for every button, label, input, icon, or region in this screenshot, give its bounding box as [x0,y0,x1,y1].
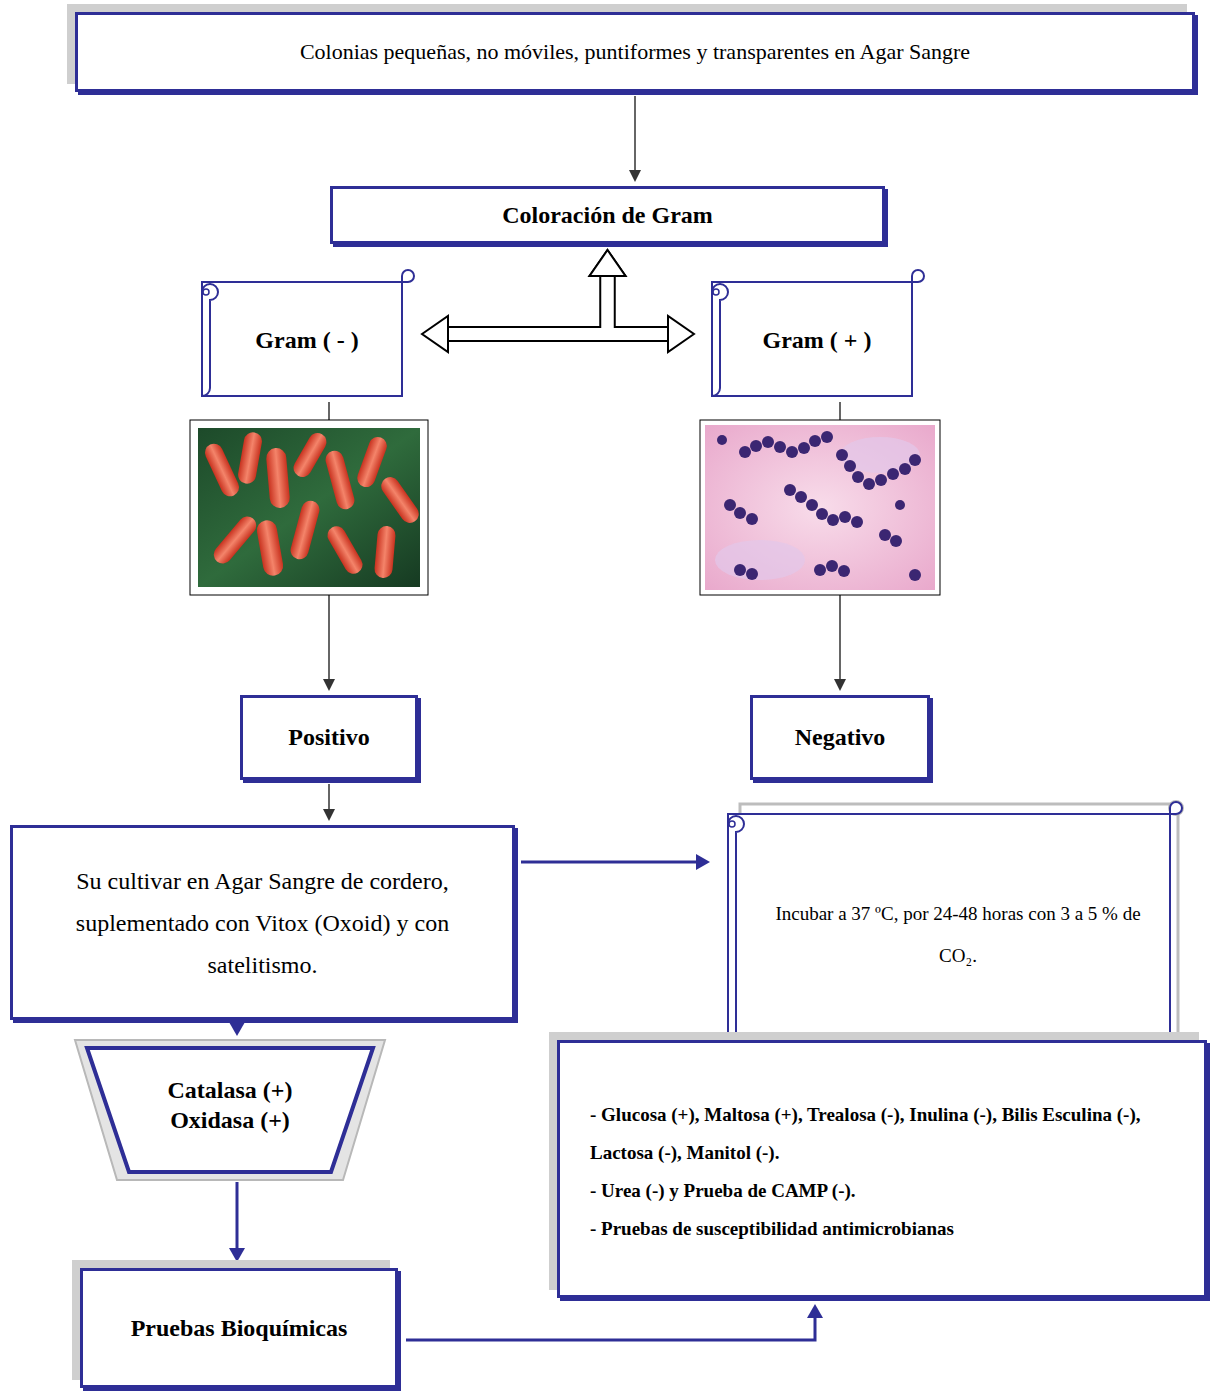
node-text: Negativo [763,723,917,752]
scroll-box: Gram ( - ) [190,268,416,400]
hollow-arrow-outline [445,273,607,334]
node-text: Incubar a 37 ºC, por 24-48 horas con 3 a… [772,893,1144,977]
node-text: Pruebas Bioquímicas [97,1314,381,1343]
results-box: - Glucosa (+), Maltosa (+), Trealosa (-)… [557,1040,1207,1298]
node-text: Positivo [253,723,405,752]
node-text: Oxidasa (+) [133,1105,327,1135]
node-text: Catalasa (+) [133,1075,327,1105]
incubation-scroll: Incubar a 37 ºC, por 24-48 horas con 3 a… [716,800,1184,1060]
node-text: - Glucosa (+), Maltosa (+), Trealosa (-)… [590,1096,1186,1172]
arrow-connector [406,1304,823,1340]
culture-box: Su cultivar en Agar Sangre de cordero, s… [10,825,515,1020]
gram-negative-bacilli-picture [190,420,428,595]
result-box: Negativo [750,695,930,780]
node-text: - Pruebas de susceptibilidad antimicrobi… [590,1210,1186,1248]
node-text: Colonias pequeñas, no móviles, puntiform… [98,38,1172,66]
hollow-arrow-outline [608,273,671,334]
process-box: Coloración de Gram [330,186,885,244]
scroll-outline [716,800,1184,1060]
test-trapezoid: Catalasa (+)Oxidasa (+) [75,1040,385,1180]
arrow-connector [629,96,641,182]
arrow-connector [229,1022,245,1036]
result-box: Positivo [240,695,418,780]
node-text: Gram ( - ) [216,326,398,355]
biochem-box: Pruebas Bioquímicas [80,1268,398,1388]
scroll-box: Gram ( + ) [700,268,926,400]
arrow-connector [229,1182,245,1262]
arrow-connector [521,854,710,870]
node-text: Coloración de Gram [349,201,866,230]
hollow-arrow-outline [445,273,670,334]
gram-positive-cocci-picture [700,420,940,595]
start-box: Colonias pequeñas, no móviles, puntiform… [75,12,1195,92]
hollow-arrow [422,250,626,352]
arrow-connector [323,784,335,821]
node-text: Su cultivar en Agar Sangre de cordero, s… [39,860,486,986]
node-text: - Urea (-) y Prueba de CAMP (-). [590,1172,1186,1210]
node-text: Gram ( + ) [726,326,908,355]
hollow-arrow [590,250,695,352]
